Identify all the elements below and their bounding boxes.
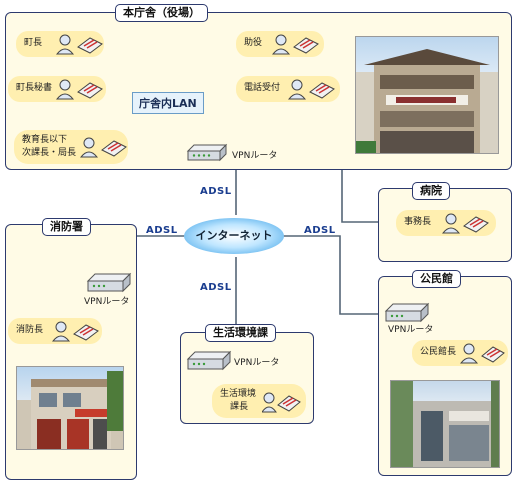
adsl-shobo — [127, 235, 190, 284]
user-pc-icon — [80, 137, 127, 158]
kominkan-title: 公民館 — [412, 270, 461, 288]
vpn-router-label-kominkan: VPNルータ — [388, 325, 434, 335]
adsl-kominkan — [282, 235, 392, 315]
person-seikatsu: 生活環境 課長 — [212, 384, 306, 418]
person-joyaku: 助役 — [236, 31, 324, 57]
person-chocho-hisho: 町長秘書 — [8, 76, 106, 102]
person-label-line2: 課長 — [230, 402, 249, 412]
person-label: 町長秘書 — [16, 83, 53, 93]
person-label: 助役 — [244, 38, 263, 48]
person-label: 公民館長 — [420, 347, 457, 357]
honchosha-photo — [355, 36, 499, 154]
person-label-line2: 次課長・局長 — [22, 148, 77, 158]
person-denwa: 電話受付 — [236, 76, 340, 102]
byoin-title: 病院 — [412, 182, 450, 200]
user-pc-icon — [262, 392, 301, 413]
person-label: 事務長 — [404, 217, 432, 227]
seikatsu-title: 生活環境課 — [205, 324, 276, 342]
adsl-label-hq: ADSL — [200, 186, 232, 197]
internet-cloud: インターネット — [184, 218, 284, 254]
vpn-router-label-shobo: VPNルータ — [84, 297, 130, 307]
user-pc-icon — [288, 79, 335, 100]
person-label: 消防長 — [16, 325, 44, 335]
vpn-router-icon — [384, 302, 430, 323]
person-label-line1: 生活環境 — [220, 389, 257, 399]
adsl-label-kominkan: ADSL — [304, 225, 336, 236]
lan-box: 庁舎内LAN — [132, 92, 204, 114]
person-label-line1: 教育長以下 — [22, 135, 68, 145]
honchosha-title: 本庁舎（役場） — [115, 4, 208, 22]
user-pc-icon — [460, 343, 505, 364]
vpn-router-label-hq: VPNルータ — [232, 151, 278, 161]
person-shobocho: 消防長 — [8, 318, 102, 344]
user-pc-icon — [442, 213, 489, 234]
user-pc-icon — [56, 79, 103, 100]
vpn-router-icon — [186, 143, 228, 162]
vpn-router-icon — [86, 272, 132, 293]
person-label: 電話受付 — [244, 83, 281, 93]
shobosho-title: 消防署 — [42, 218, 91, 236]
person-jimucho: 事務長 — [396, 210, 496, 236]
user-pc-icon — [272, 34, 319, 55]
user-pc-icon — [56, 34, 103, 55]
person-chocho: 町長 — [16, 31, 104, 57]
user-pc-icon — [52, 321, 99, 342]
kominkan-photo — [390, 380, 500, 468]
vpn-router-icon — [186, 350, 232, 371]
shobosho-photo — [16, 366, 124, 450]
adsl-label-shobo: ADSL — [146, 225, 178, 236]
vpn-router-label-seikatsu: VPNルータ — [234, 358, 280, 368]
person-kyoiku: 教育長以下 次課長・局長 — [14, 130, 128, 164]
person-kominkancho: 公民館長 — [412, 340, 508, 366]
adsl-label-seikatsu: ADSL — [200, 282, 232, 293]
person-label: 町長 — [24, 38, 43, 48]
